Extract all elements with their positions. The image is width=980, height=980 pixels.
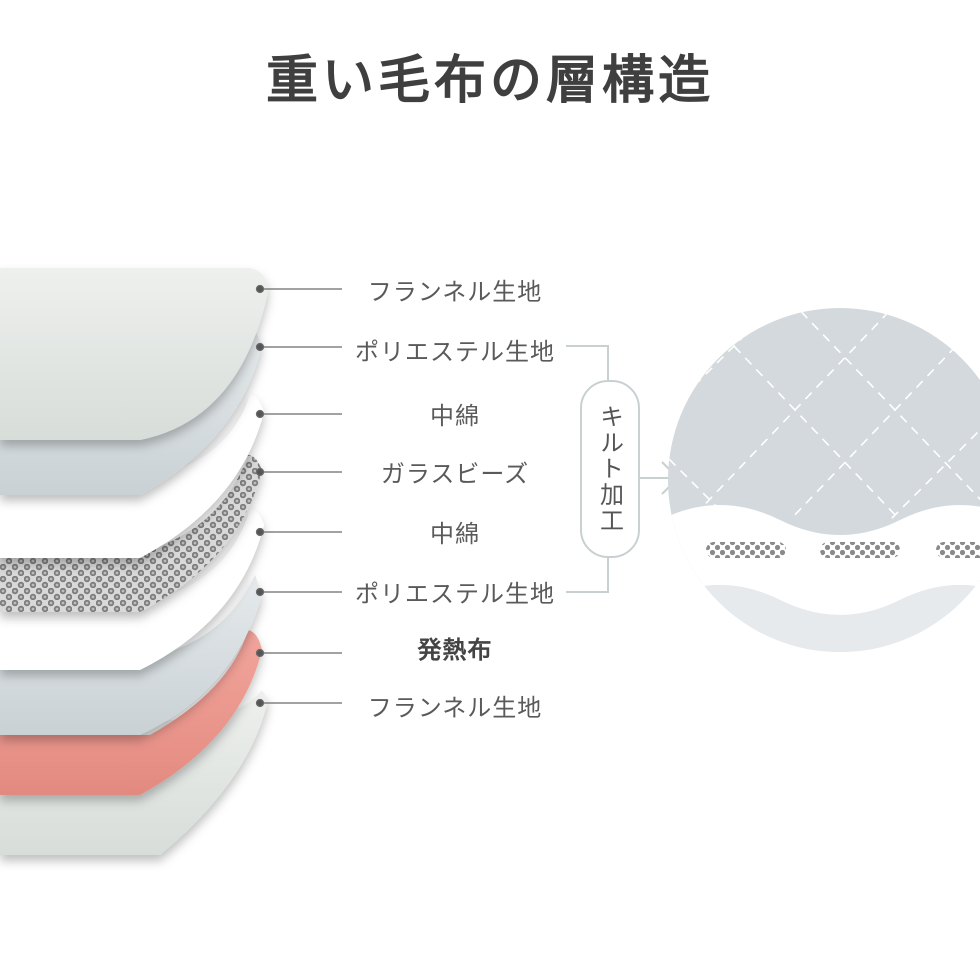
layer-marker-dot xyxy=(255,698,265,708)
layer-label-flannel-bottom: フランネル生地 xyxy=(367,694,543,722)
layer-glass-beads xyxy=(0,455,262,612)
quilt-bracket xyxy=(566,345,609,593)
layer-cotton-lower xyxy=(0,509,264,670)
layer-marker-dot xyxy=(255,648,265,658)
layer-marker-dot xyxy=(255,342,265,352)
quilt-label: キルト加工 xyxy=(595,404,624,534)
layer-marker-dot xyxy=(255,587,265,597)
layer-marker-dot xyxy=(255,409,265,419)
layer-heating-cloth xyxy=(0,630,262,795)
layer-label-glass-beads: ガラスビーズ xyxy=(380,460,530,488)
layer-polyester-lower xyxy=(0,575,262,735)
quilt-label-box: キルト加工 xyxy=(580,380,640,558)
layer-marker-dot xyxy=(255,467,265,477)
layer-flannel-top xyxy=(0,268,268,440)
layer-label-polyester-lower: ポリエステル生地 xyxy=(355,580,555,608)
layer-cotton-upper xyxy=(0,395,264,558)
layer-label-polyester-upper: ポリエステル生地 xyxy=(355,338,555,366)
layer-label-cotton-lower: 中綿 xyxy=(430,520,480,548)
layer-marker-dot xyxy=(255,284,265,294)
quilt-detail-circle xyxy=(668,308,980,652)
layer-marker-dot xyxy=(255,527,265,537)
layer-label-heating-cloth: 発熱布 xyxy=(417,636,493,664)
layer-label-cotton-upper: 中綿 xyxy=(430,402,480,430)
page-title: 重い毛布の層構造 xyxy=(265,51,714,111)
layer-label-flannel-top: フランネル生地 xyxy=(367,278,543,306)
